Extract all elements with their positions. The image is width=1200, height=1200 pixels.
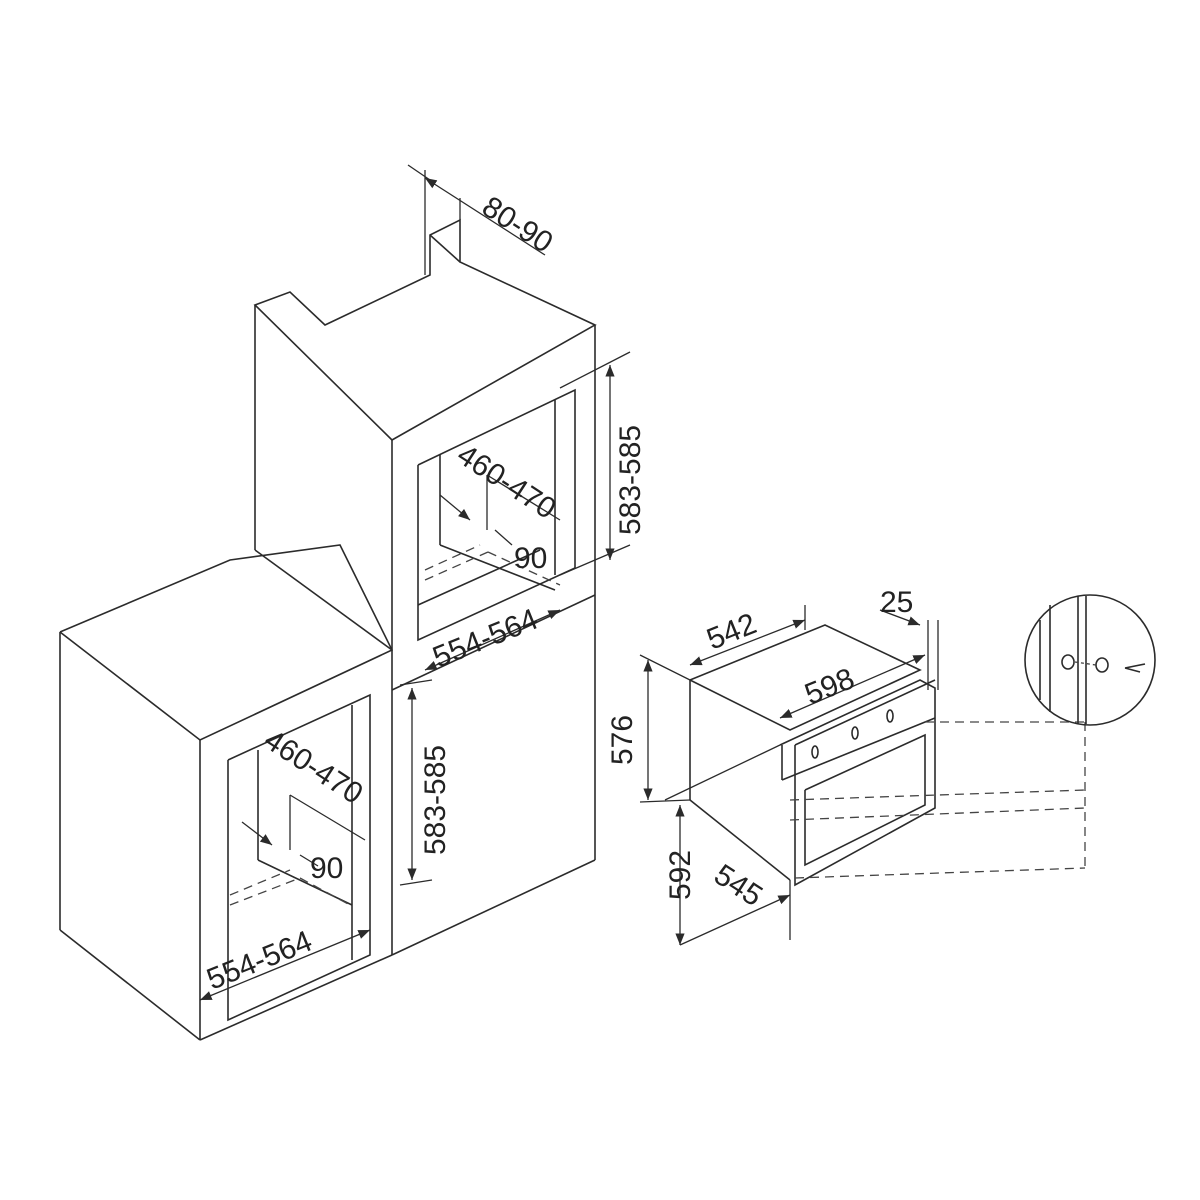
chimney-depth-label: 80-90 (476, 190, 558, 259)
oven-front-height-label: 592 (664, 850, 697, 900)
oven-dimensions: 542 25 598 576 592 545 (606, 586, 939, 946)
knob-icon (851, 726, 859, 740)
base-niche-width-label: 554-564 (202, 925, 316, 997)
base-cabinet-dimensions: 460-470 90 554-564 (199, 723, 371, 1001)
base-niche-height-label: 583-585 (419, 745, 452, 855)
knob-icon (811, 745, 819, 759)
base-rear-gap-label: 90 (310, 852, 343, 885)
base-cabinet (59, 544, 394, 1041)
fixing-detail (1024, 594, 1156, 726)
tall-niche-depth-label: 460-470 (451, 438, 561, 526)
oven-front-thickness-label: 25 (880, 586, 913, 619)
knob-icon (886, 709, 894, 723)
oven-width-label: 598 (800, 662, 859, 711)
tall-niche-width-label: 554-564 (428, 603, 542, 675)
tall-rear-gap-label: 90 (514, 542, 547, 575)
oven-body-height-label: 576 (606, 715, 639, 765)
oven-total-depth-label: 545 (708, 858, 768, 913)
oven-body-depth-label: 542 (702, 607, 761, 656)
tall-cabinet-dimensions: 80-90 583-585 460-470 90 554-564 583-585 (399, 164, 647, 886)
screw-icon (1124, 663, 1146, 673)
tall-niche-height-label: 583-585 (614, 425, 647, 535)
